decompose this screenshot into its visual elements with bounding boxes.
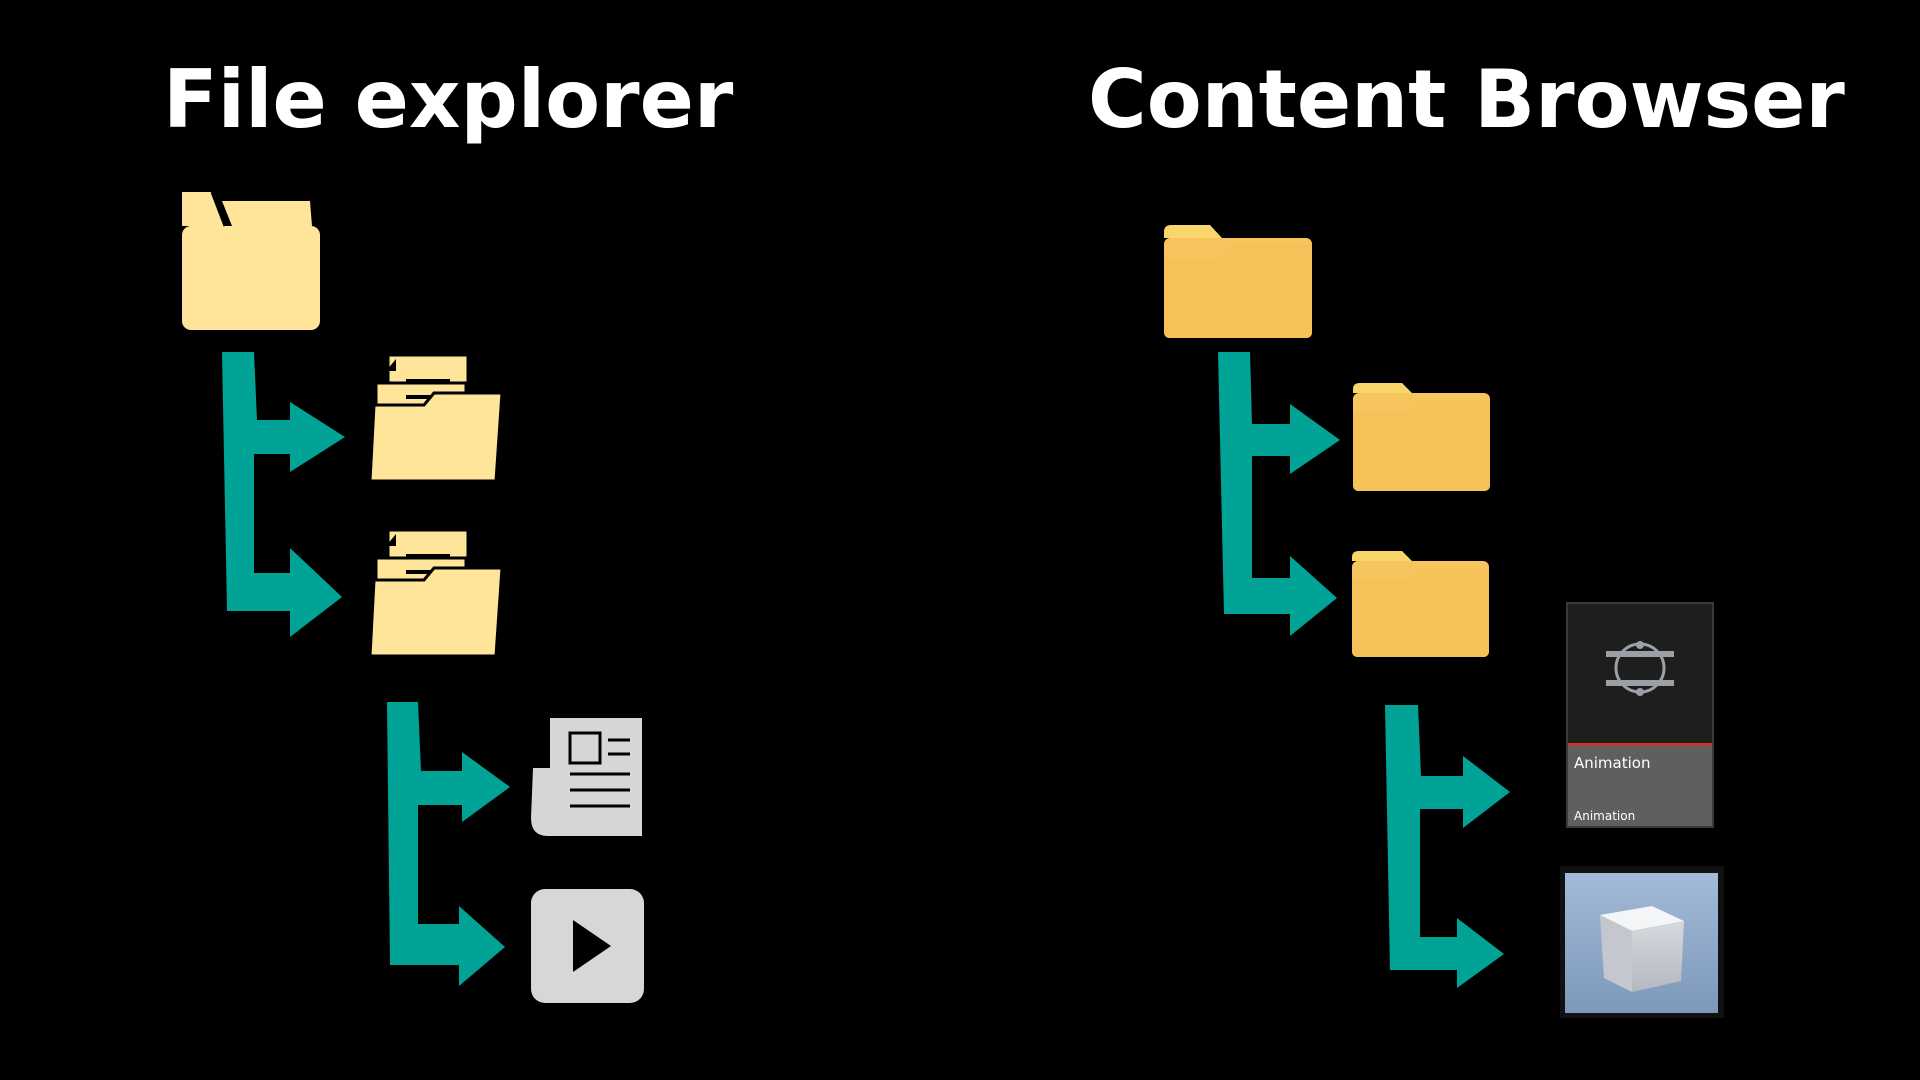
folder-icon: [1352, 551, 1489, 657]
content-browser-title: Content Browser: [1088, 53, 1845, 146]
cube-mesh-thumbnail-icon: [1560, 866, 1724, 1018]
root-folder-icon: [182, 191, 320, 330]
tree-connector: [1218, 352, 1340, 636]
open-folder-with-documents-icon: [368, 353, 504, 483]
tree-connector: [1385, 705, 1510, 988]
animation-asset-name: Animation: [1574, 754, 1651, 772]
animation-asset-type: Animation: [1574, 809, 1636, 823]
root-folder-icon: [1164, 225, 1312, 338]
open-folder-with-documents-icon: [368, 528, 504, 658]
play-icon: [531, 889, 644, 1003]
tree-connector: [387, 702, 510, 986]
newspaper-document-icon: [531, 718, 642, 836]
file-explorer-title: File explorer: [163, 53, 734, 146]
animation-asset-icon: [1566, 602, 1714, 828]
tree-connector: [222, 352, 345, 637]
folder-icon: [1353, 383, 1490, 491]
